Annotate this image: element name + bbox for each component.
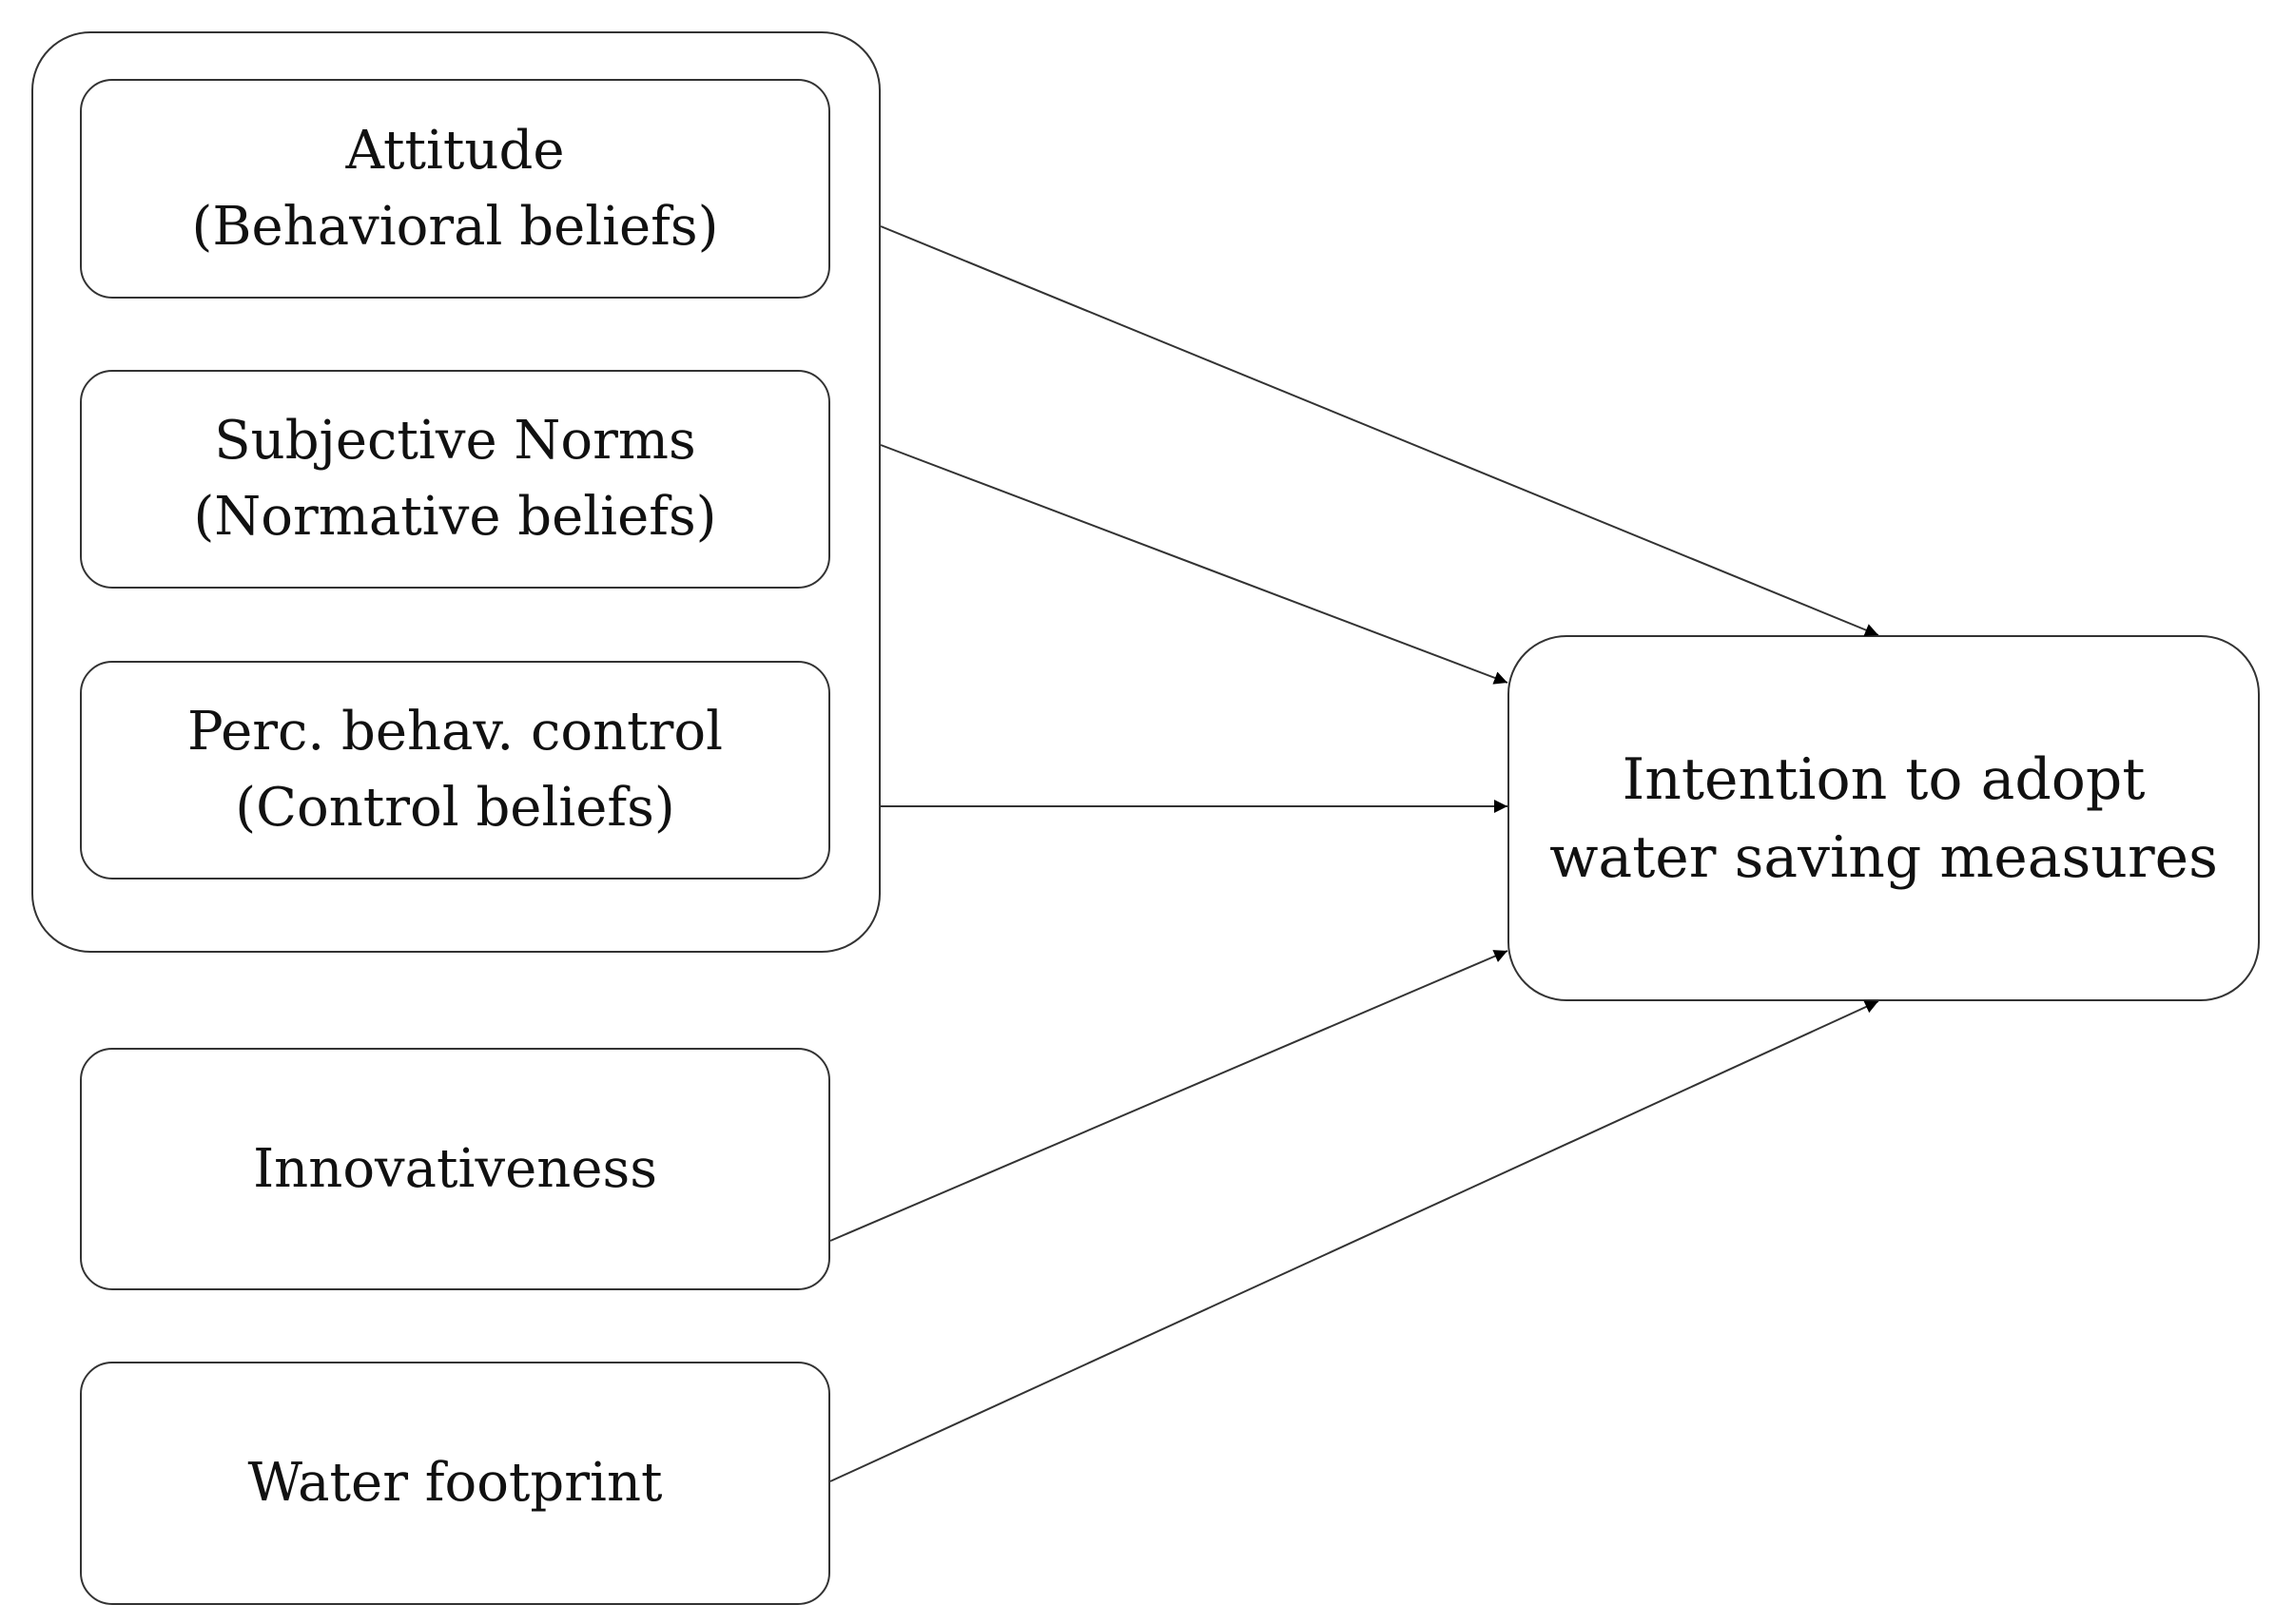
node-water-footprint-title: Water footprint	[247, 1452, 663, 1514]
node-innovativeness-title: Innovativeness	[253, 1137, 657, 1200]
node-attitude: Attitude (Behavioral beliefs)	[80, 79, 830, 299]
node-subjective-norms-title: Subjective Norms	[214, 410, 696, 472]
node-intention-line2: water saving measures	[1549, 823, 2218, 891]
node-water-footprint: Water footprint	[80, 1362, 830, 1605]
node-perceived-control: Perc. behav. control (Control beliefs)	[80, 661, 830, 880]
node-subjective-norms: Subjective Norms (Normative beliefs)	[80, 370, 830, 589]
arrow-water-footprint-to-intention	[829, 1000, 1879, 1482]
node-attitude-title: Attitude	[345, 119, 565, 182]
node-subjective-norms-subtitle: (Normative beliefs)	[193, 486, 717, 548]
node-intention-line1: Intention to adopt	[1622, 745, 2146, 813]
node-perceived-control-subtitle: (Control beliefs)	[235, 777, 675, 839]
arrow-innovativeness-to-intention	[829, 950, 1508, 1242]
node-attitude-subtitle: (Behavioral beliefs)	[191, 195, 719, 258]
node-intention: Intention to adopt water saving measures	[1507, 635, 2260, 1001]
arrow-subjective-norms-to-intention	[880, 444, 1508, 685]
node-perceived-control-title: Perc. behav. control	[186, 701, 724, 763]
node-innovativeness: Innovativeness	[80, 1048, 830, 1290]
arrow-attitude-to-intention	[880, 225, 1879, 637]
tpb-constructs-group	[31, 31, 881, 953]
